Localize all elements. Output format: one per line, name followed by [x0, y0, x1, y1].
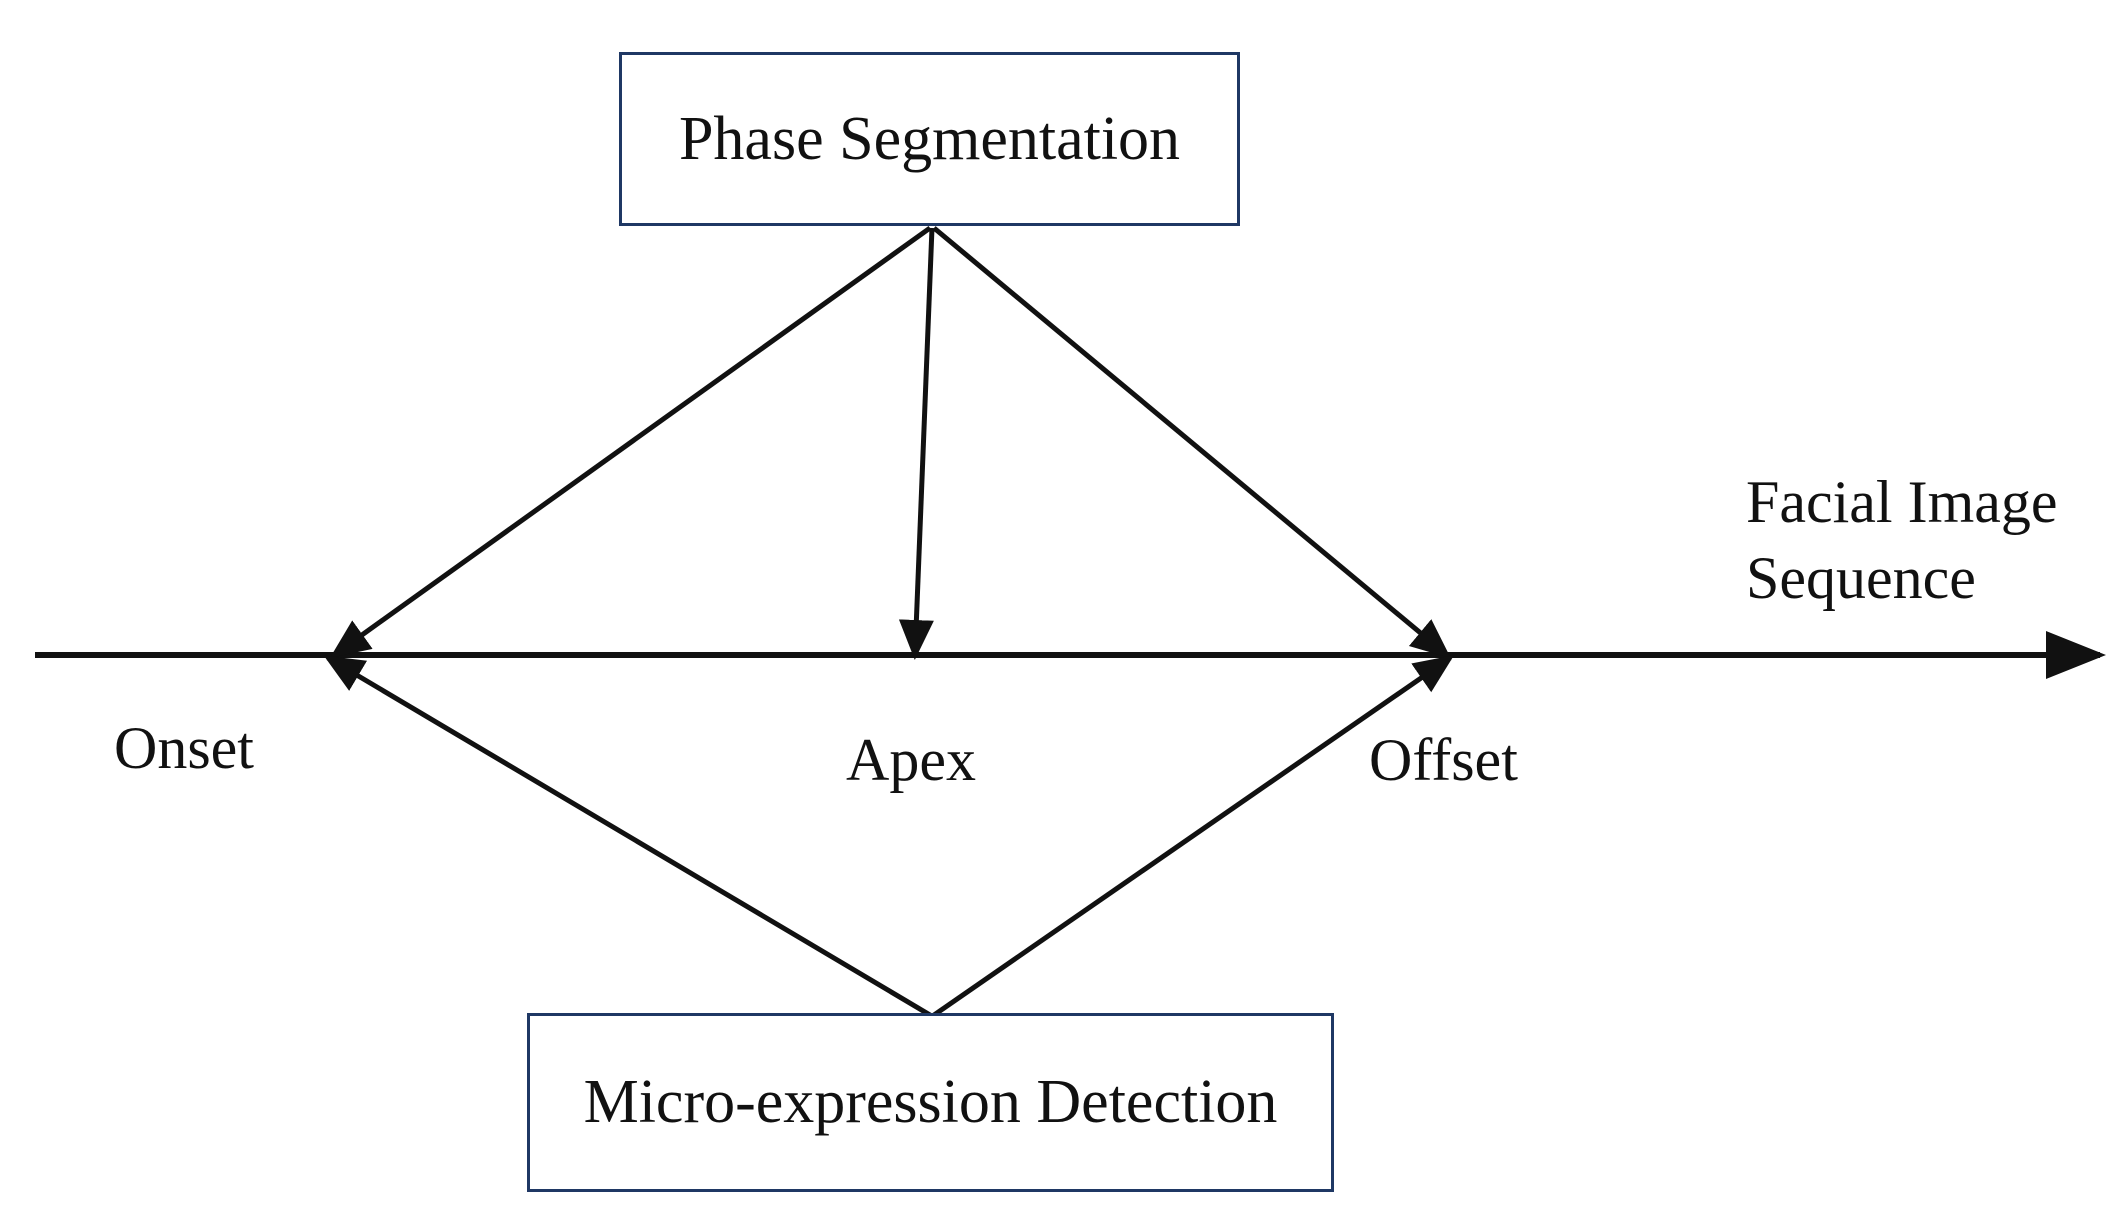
arrow-detect-to-onset [323, 655, 932, 1018]
axis-label: Facial Image Sequence [1746, 464, 2106, 616]
phase-segmentation-label: Phase Segmentation [678, 104, 1181, 173]
axis-label-line-2: Sequence [1746, 545, 1976, 611]
phase-segmentation-box: Phase Segmentation [619, 52, 1240, 226]
arrow-phase-to-offset [932, 226, 1451, 659]
micro-expression-detection-box: Micro-expression Detection [527, 1013, 1334, 1192]
offset-label: Offset [1369, 727, 1518, 793]
arrow-phase-to-apex [898, 227, 935, 660]
micro-expression-detection-label: Micro-expression Detection [583, 1068, 1278, 1136]
axis-label-line-1: Facial Image [1746, 469, 2058, 535]
onset-label: Onset [114, 715, 254, 781]
arrow-detect-to-offset [932, 655, 1455, 1018]
apex-label: Apex [846, 727, 976, 793]
arrow-phase-to-onset [329, 225, 932, 658]
